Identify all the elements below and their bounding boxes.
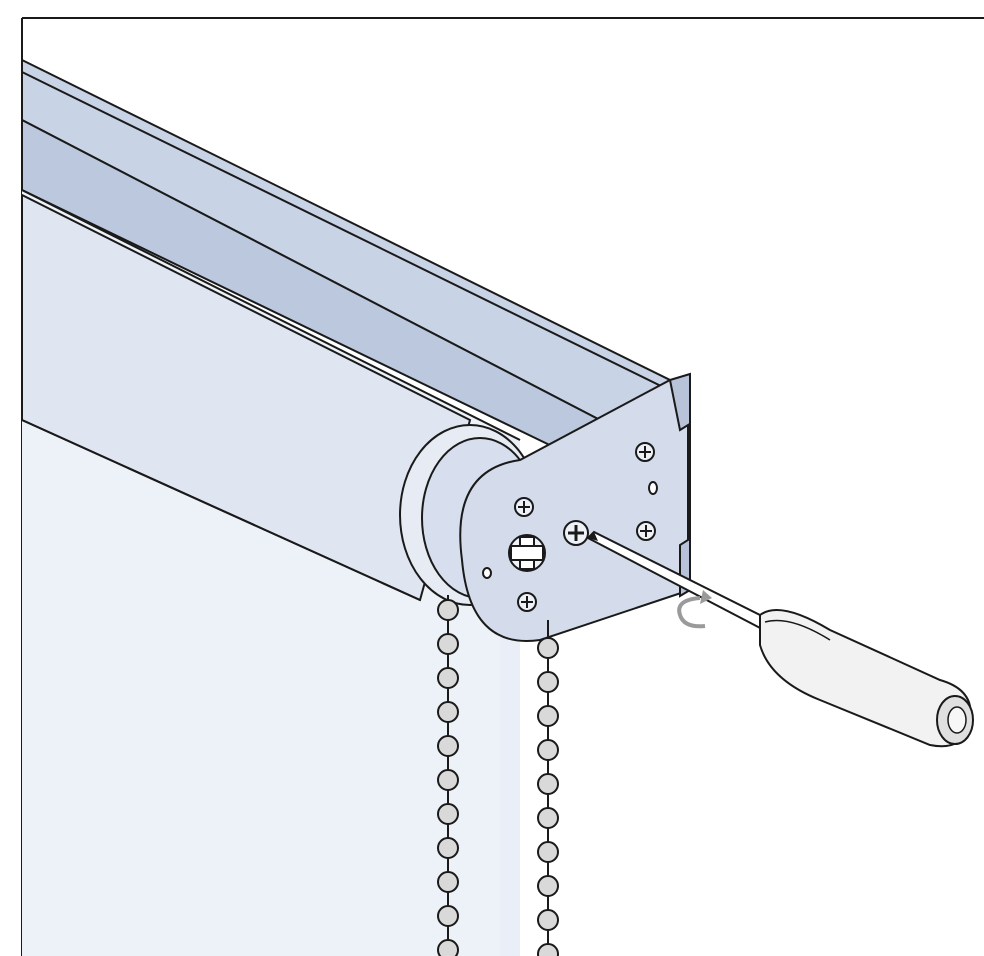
bracket-hole bbox=[648, 481, 658, 495]
roller-tube bbox=[21, 193, 472, 602]
phillips-screw-icon bbox=[636, 521, 656, 541]
rotate-arrow-icon bbox=[677, 590, 712, 629]
bead-chain-icon bbox=[437, 595, 559, 956]
end-bracket bbox=[459, 372, 691, 642]
headrail bbox=[21, 58, 673, 452]
bracket-hole bbox=[482, 567, 492, 579]
phillips-screw-icon bbox=[517, 592, 537, 612]
adjustment-screw bbox=[563, 520, 589, 546]
tension-hub bbox=[508, 534, 546, 572]
screwdriver-icon bbox=[586, 530, 974, 748]
bracket-screws bbox=[482, 442, 658, 612]
phillips-screw-icon bbox=[514, 497, 534, 517]
phillips-screw-icon bbox=[635, 442, 655, 462]
